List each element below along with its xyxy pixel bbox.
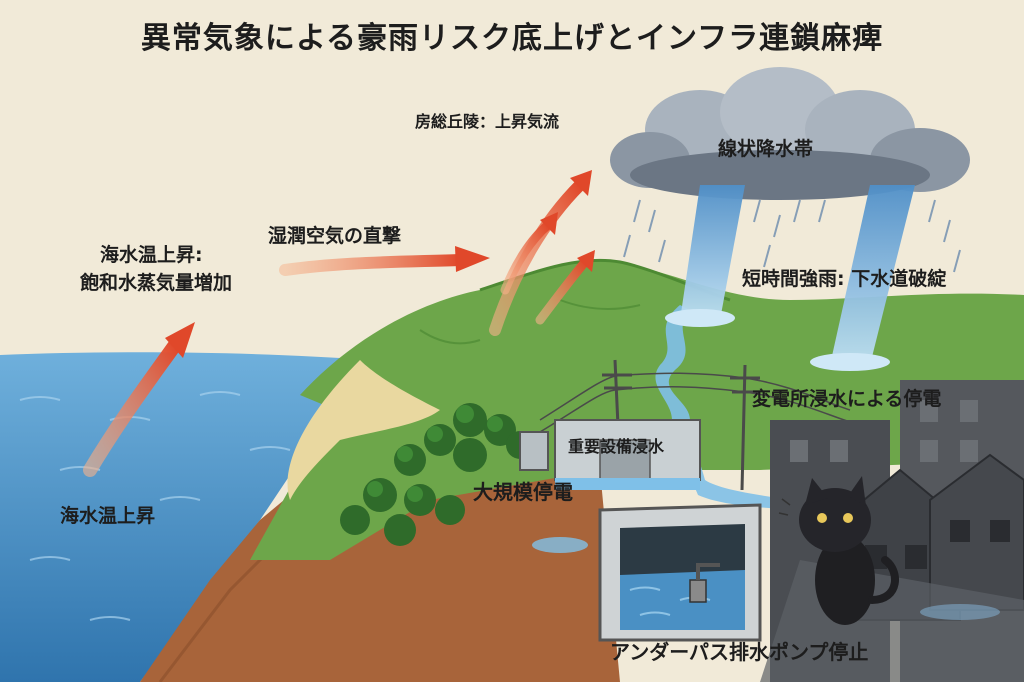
label-rainband: 線状降水帯 bbox=[718, 138, 814, 160]
label-sea-temp-saturation-2: 飽和水蒸気量増加 bbox=[80, 272, 233, 294]
label-boso-updraft: 房総丘陵：上昇気流 bbox=[415, 112, 560, 131]
page-title: 異常気象による豪雨リスク底上げとインフラ連鎖麻痺 bbox=[140, 21, 884, 56]
substation bbox=[519, 419, 701, 490]
soil-layer bbox=[140, 470, 620, 682]
sea bbox=[0, 352, 370, 682]
arrow-sea-up bbox=[83, 322, 195, 477]
label-underpass-pump-stop: アンダーパス排水ポンプ停止 bbox=[610, 640, 869, 664]
rain-columns bbox=[623, 185, 961, 371]
label-humid-air: 湿潤空気の直撃 bbox=[268, 225, 402, 247]
label-sea-temp-rise: 海水温上昇 bbox=[60, 505, 156, 527]
black-cat bbox=[778, 476, 899, 625]
forest bbox=[340, 403, 534, 546]
rain-cloud bbox=[610, 67, 970, 200]
label-critical-equipment-flood: 重要設備浸水 bbox=[568, 437, 665, 456]
underpass-tunnel bbox=[598, 503, 762, 642]
label-heavy-rain: 短時間強雨: 下水道破綻 bbox=[742, 268, 947, 290]
power-poles bbox=[539, 359, 851, 491]
beach bbox=[287, 360, 440, 500]
label-large-outage: 大規模停電 bbox=[473, 480, 573, 504]
boso-hill bbox=[250, 260, 1024, 560]
arrow-humid-air bbox=[279, 246, 490, 276]
label-substation-outage: 変電所浸水による停電 bbox=[752, 388, 942, 410]
label-sea-temp-saturation-1: 海水温上昇: bbox=[100, 244, 203, 266]
arrows-updraft bbox=[489, 170, 595, 336]
